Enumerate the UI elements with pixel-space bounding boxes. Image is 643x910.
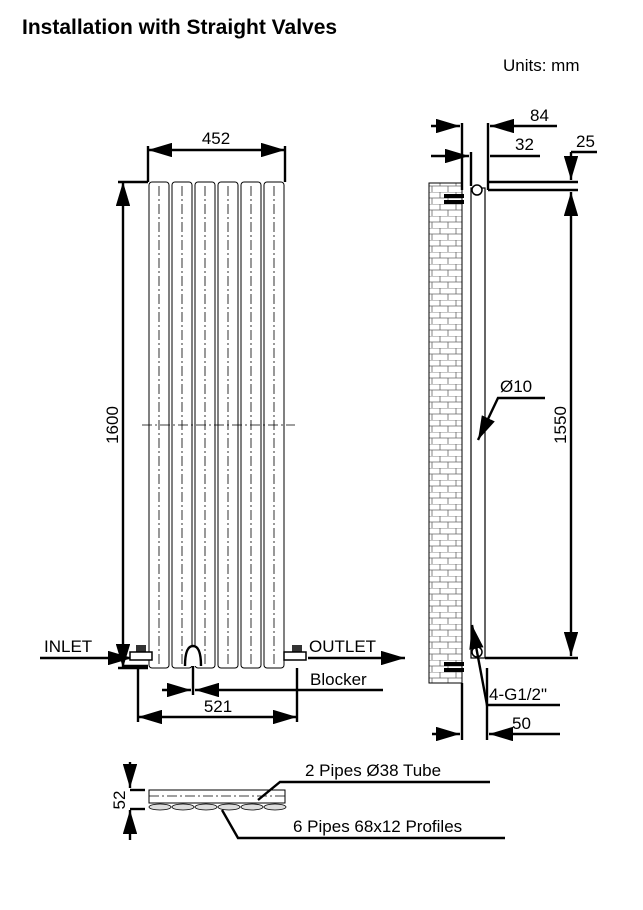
connection-label: 4-G1/2" [489, 685, 547, 704]
top-offset-label: 25 [576, 132, 595, 151]
inlet-label: INLET [44, 637, 92, 656]
wall-plug [444, 662, 464, 666]
bottom-depth-label: 50 [512, 714, 531, 733]
bracket-label: Ø10 [500, 377, 532, 396]
width-label: 452 [202, 129, 230, 148]
outlet-valve [283, 645, 307, 661]
radiator-side [470, 187, 486, 659]
profile-label: 6 Pipes 68x12 Profiles [293, 817, 462, 836]
height-label: 1600 [103, 406, 122, 444]
centers-label: 1550 [551, 406, 570, 444]
tube-label: 2 Pipes Ø38 Tube [305, 761, 441, 780]
tube-section [148, 789, 286, 804]
front-view: 452 1600 INLET OUTLET Blocker 521 [40, 129, 405, 725]
top-view: 52 2 Pipes Ø38 Tube 6 Pipes 68x12 Profil… [110, 761, 505, 840]
wall-plug [444, 194, 464, 198]
profile-leader [220, 809, 505, 840]
inlet-valve [122, 645, 153, 668]
profile-section [217, 803, 241, 811]
outlet-label: OUTLET [309, 637, 376, 656]
tube-leader [257, 780, 490, 801]
top-depth-label: 52 [110, 791, 129, 810]
profile-section [148, 803, 172, 811]
profile-section [171, 803, 195, 811]
valve-spacing-label: 521 [204, 697, 232, 716]
top-bracket [471, 184, 483, 196]
diagram-title: Installation with Straight Valves [22, 16, 338, 39]
depth-pipe-label: 32 [515, 135, 534, 154]
profile-section [194, 803, 218, 811]
bracket-leader [476, 396, 545, 441]
profile-sections [148, 803, 287, 811]
wall-plug [444, 200, 464, 204]
profile-section [263, 803, 287, 811]
blocker-icon [183, 644, 203, 667]
units-label: Units: mm [503, 56, 580, 75]
blocker-label: Blocker [310, 670, 367, 689]
wall [428, 182, 463, 684]
profile-section [240, 803, 264, 811]
side-view: 84 32 25 1550 Ø10 4-G1/2" 50 [428, 106, 597, 742]
depth-total-label: 84 [530, 106, 549, 125]
wall-plug [444, 668, 464, 672]
